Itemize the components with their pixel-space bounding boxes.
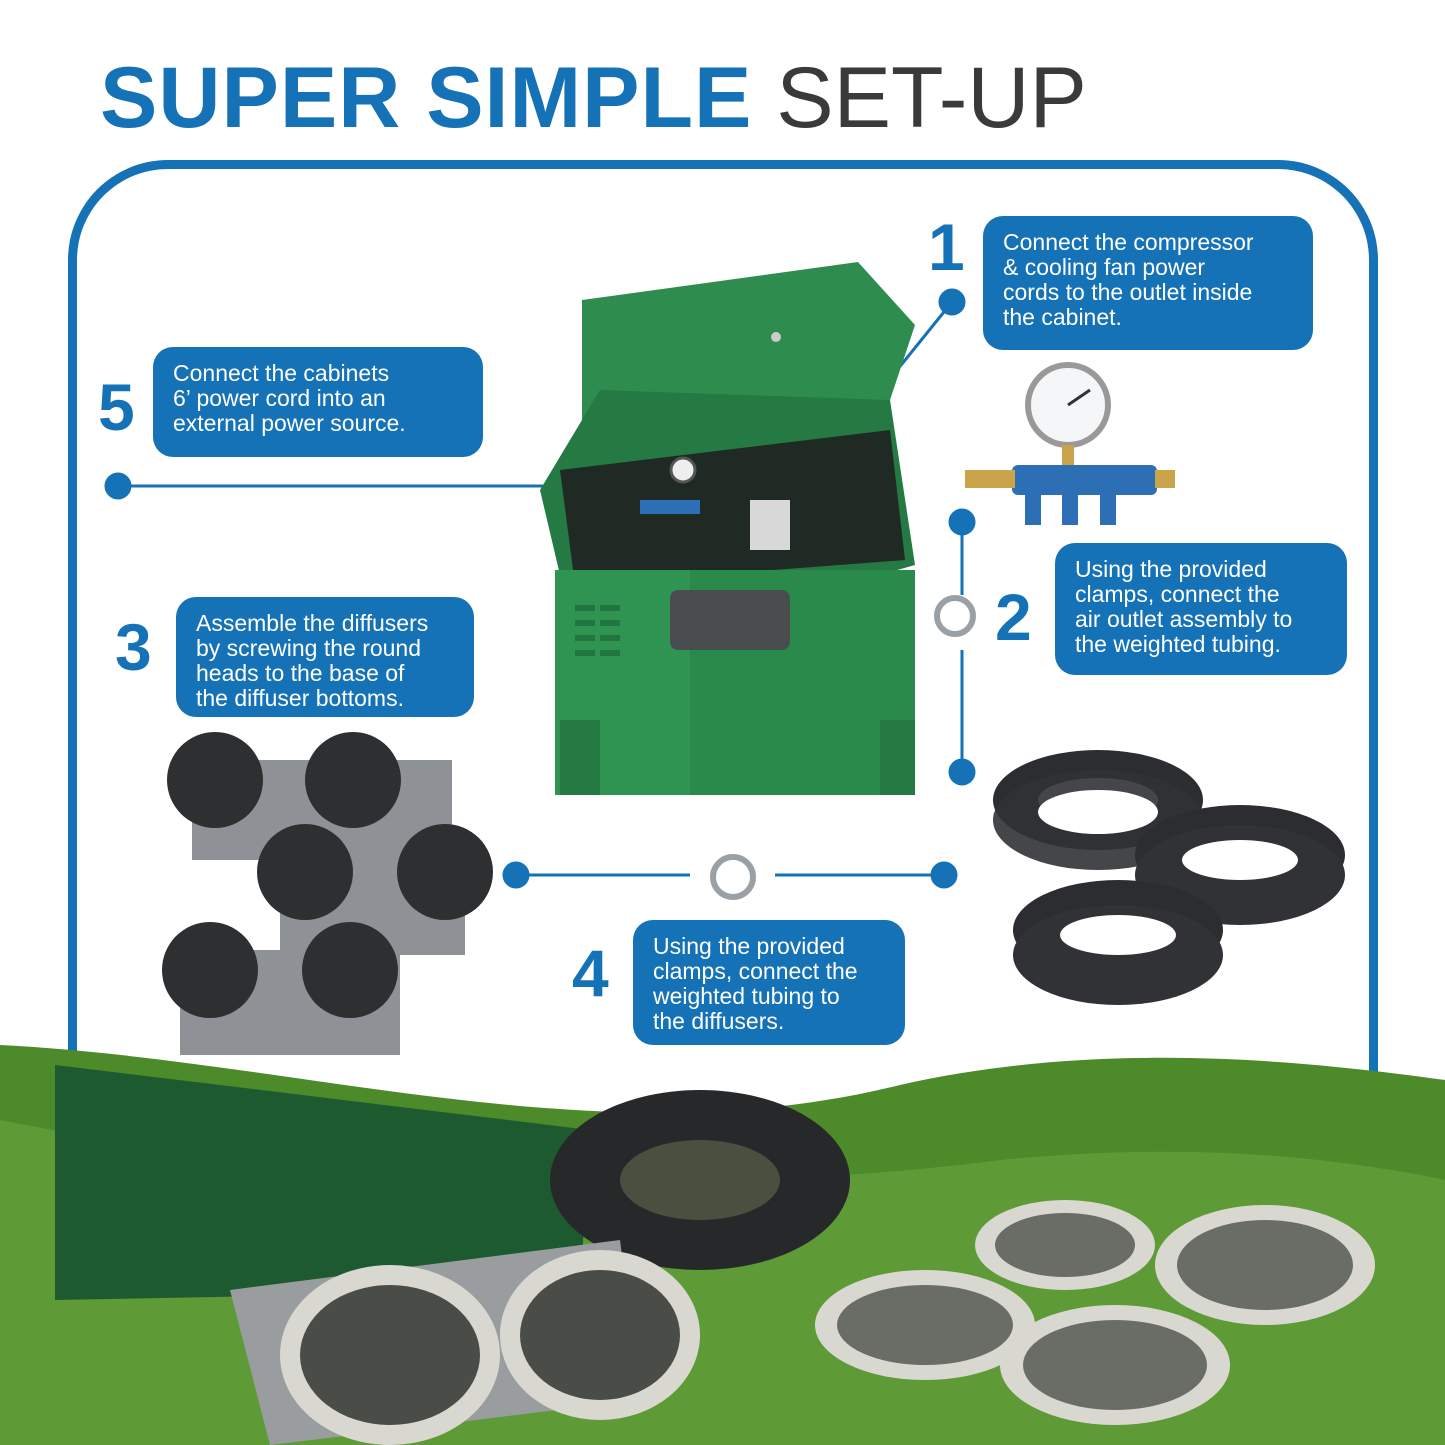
hose-clamp-icon bbox=[710, 595, 976, 900]
title-light: SET-UP bbox=[776, 50, 1087, 146]
step-5-callout: Connect the cabinets 6’ power cord into … bbox=[153, 347, 483, 457]
step-3-number: 3 bbox=[115, 610, 152, 684]
step-5-number: 5 bbox=[98, 370, 135, 444]
page-title: SUPER SIMPLE SET-UP bbox=[100, 48, 1087, 148]
step-2-callout: Using the provided clamps, connect the a… bbox=[1055, 543, 1347, 675]
grass-scene bbox=[0, 1045, 1445, 1445]
step-2-number: 2 bbox=[995, 580, 1032, 654]
step-3-callout: Assemble the diffusers by screwing the r… bbox=[176, 597, 474, 717]
title-bold: SUPER SIMPLE bbox=[100, 50, 753, 146]
step-4-number: 4 bbox=[572, 936, 609, 1010]
step-4-callout: Using the provided clamps, connect the w… bbox=[633, 920, 905, 1045]
diffuser-icon bbox=[162, 732, 493, 1055]
step-1-number: 1 bbox=[928, 210, 965, 284]
steps-frame bbox=[68, 160, 1378, 1260]
tubing-coil-icon bbox=[993, 750, 1345, 1005]
step-1-callout: Connect the compressor & cooling fan pow… bbox=[983, 216, 1313, 350]
pressure-gauge-manifold-icon bbox=[965, 362, 1175, 525]
cabinet-icon bbox=[540, 262, 915, 795]
